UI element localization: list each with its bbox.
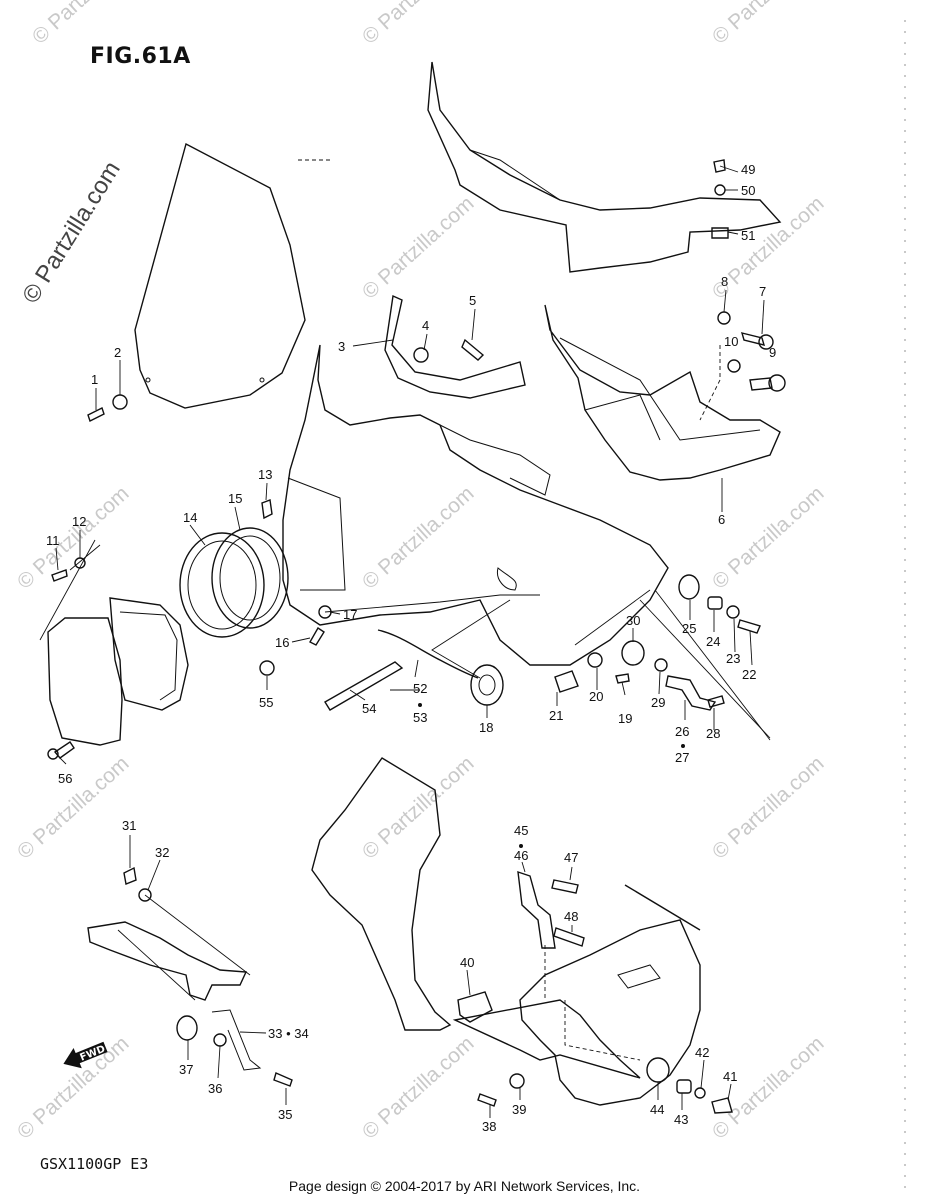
watermark-text: © Partzilla.com xyxy=(13,752,134,864)
callout-6: 6 xyxy=(718,512,725,527)
figure-title: FIG.61A xyxy=(90,44,191,69)
callout-12: 12 xyxy=(72,514,86,529)
bracket-left-shape xyxy=(87,921,248,1001)
callout-19: 19 xyxy=(618,711,632,726)
trim-strip-shape xyxy=(384,294,526,399)
callout-11: 11 xyxy=(46,533,60,548)
callout-22: 22 xyxy=(742,667,756,682)
callout-14: 14 xyxy=(183,510,197,525)
fairing-stay-shape xyxy=(544,304,781,481)
callout-8: 8 xyxy=(721,274,728,289)
callout-40: 40 xyxy=(460,955,474,970)
callout-17: 17 xyxy=(343,607,357,622)
callout-33-34: 33 • 34 xyxy=(268,1026,309,1041)
model-code: GSX1100GP E3 xyxy=(40,1155,149,1173)
callout-36: 36 xyxy=(208,1081,222,1096)
callout-4: 4 xyxy=(422,318,429,333)
watermark-text: © Partzilla.com xyxy=(708,752,829,864)
watermark-main: © Partzilla.com xyxy=(17,157,126,308)
small-fittings xyxy=(47,159,786,1114)
callout-10: 10 xyxy=(724,334,738,349)
callout-13: 13 xyxy=(258,467,272,482)
callout-35: 35 xyxy=(278,1107,292,1122)
callout-39: 39 xyxy=(512,1102,526,1117)
grommet-shape xyxy=(470,664,504,706)
callout-45: 45 xyxy=(514,823,528,838)
watermark-text: © Partzilla.com xyxy=(28,0,149,49)
callout-46: 46 xyxy=(514,848,528,863)
wiring-harness-shape xyxy=(377,629,479,679)
headlight-housing-shape xyxy=(47,617,123,746)
callout-37: 37 xyxy=(179,1062,193,1077)
callout-20: 20 xyxy=(589,689,603,704)
windscreen-shape xyxy=(134,142,306,409)
callout-18: 18 xyxy=(479,720,493,735)
footer-copyright: Page design © 2004-2017 by ARI Network S… xyxy=(288,1178,641,1194)
callout-50: 50 xyxy=(741,183,755,198)
watermark-text: © Partzilla.com xyxy=(358,482,479,594)
upper-fairing-shape xyxy=(282,344,669,666)
callout-38: 38 xyxy=(482,1119,496,1134)
callout-dots xyxy=(418,703,685,848)
callout-29: 29 xyxy=(651,695,665,710)
watermark-text: © Partzilla.com xyxy=(358,192,479,304)
callout-41: 41 xyxy=(723,1069,737,1084)
assembly-lines xyxy=(39,159,771,1061)
callout-53: 53 xyxy=(413,710,427,725)
callout-7: 7 xyxy=(759,284,766,299)
callout-16: 16 xyxy=(275,635,289,650)
callout-42: 42 xyxy=(695,1045,709,1060)
watermark-text: © Partzilla.com xyxy=(708,0,829,49)
callout-23: 23 xyxy=(726,651,740,666)
callout-31: 31 xyxy=(122,818,136,833)
under-cowl-shape xyxy=(519,919,701,1106)
callout-52: 52 xyxy=(413,681,427,696)
callout-43: 43 xyxy=(674,1112,688,1127)
callout-56: 56 xyxy=(58,771,72,786)
callout-30: 30 xyxy=(626,613,640,628)
callout-5: 5 xyxy=(469,293,476,308)
callout-3: 3 xyxy=(338,339,345,354)
callout-9: 9 xyxy=(769,345,776,360)
callout-51: 51 xyxy=(741,228,755,243)
callout-27: 27 xyxy=(675,750,689,765)
watermark-layer: © Partzilla.com © Partzilla.com © Partzi… xyxy=(13,0,829,1144)
callout-2: 2 xyxy=(114,345,121,360)
callout-26: 26 xyxy=(675,724,689,739)
callout-49: 49 xyxy=(741,162,755,177)
headlight-ring-shape xyxy=(211,527,289,629)
watermark-text: © Partzilla.com xyxy=(358,752,479,864)
cable-tie-shape xyxy=(324,661,404,711)
watermark-text: © Partzilla.com xyxy=(708,482,829,594)
callout-55: 55 xyxy=(259,695,273,710)
headlight-lens-shape xyxy=(179,532,265,638)
callout-32: 32 xyxy=(155,845,169,860)
callout-25: 25 xyxy=(682,621,696,636)
callout-47: 47 xyxy=(564,850,578,865)
inner-panel-upper-shape xyxy=(427,61,782,273)
watermark-text: © Partzilla.com xyxy=(358,0,479,49)
callout-48: 48 xyxy=(564,909,578,924)
callout-28: 28 xyxy=(706,726,720,741)
callout-54: 54 xyxy=(362,701,376,716)
callout-44: 44 xyxy=(650,1102,664,1117)
leader-lines xyxy=(55,165,765,1118)
callout-labels: 1 2 3 4 5 6 7 8 9 10 11 12 13 14 15 16 1… xyxy=(46,162,776,1134)
watermark-text: © Partzilla.com xyxy=(708,1032,829,1144)
watermark-text: © Partzilla.com xyxy=(13,482,134,594)
callout-21: 21 xyxy=(549,708,563,723)
callout-15: 15 xyxy=(228,491,242,506)
callout-1: 1 xyxy=(91,372,98,387)
watermark-text: © Partzilla.com xyxy=(358,1032,479,1144)
callout-24: 24 xyxy=(706,634,720,649)
lower-fairing-shape xyxy=(311,757,452,1031)
